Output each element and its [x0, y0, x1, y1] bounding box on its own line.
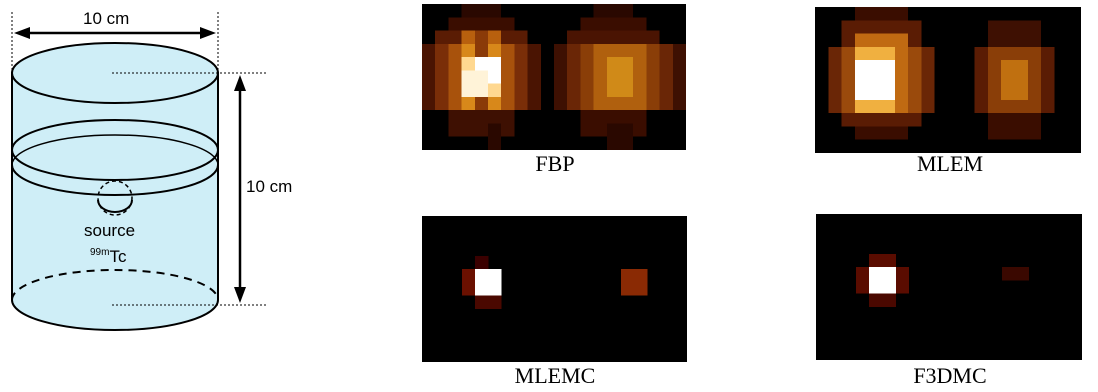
mlem-hot-spot-right	[974, 20, 1055, 140]
height-arrowhead-bottom	[234, 287, 246, 303]
height-arrowhead-top	[234, 75, 246, 91]
cylinder-body	[11, 72, 219, 331]
source-plane-lower-2	[11, 164, 219, 196]
isotope-label: 99mTc	[90, 247, 127, 266]
mlem-label: MLEM	[917, 151, 983, 176]
fbp-label: FBP	[535, 151, 575, 176]
mlemc-image	[422, 216, 687, 362]
mlem-image	[815, 7, 1081, 153]
fbp-hot-spot-left	[422, 4, 541, 150]
fbp-image	[422, 4, 686, 150]
f3dmc-image	[816, 214, 1082, 360]
source-label: source	[84, 221, 135, 240]
width-label: 10 cm	[83, 9, 129, 28]
cylinder-top	[11, 42, 219, 104]
f3dmc-hot-spot-left	[855, 253, 910, 307]
cylinder-bottom-back	[11, 269, 219, 301]
isotope-symbol: Tc	[109, 247, 127, 266]
source-plane-upper	[11, 119, 219, 151]
mlemc-hot-spot-right	[620, 269, 648, 296]
f3dmc-hot-spot-right	[1002, 267, 1029, 281]
width-arrowhead-left	[14, 27, 30, 39]
height-label: 10 cm	[246, 177, 292, 196]
mlemc-hot-spot-left	[461, 255, 502, 309]
source-sphere	[97, 180, 133, 216]
source-sphere-front	[97, 199, 133, 213]
f3dmc-label: F3DMC	[913, 363, 987, 388]
source-plane-lower	[11, 149, 219, 181]
mlem-hot-spot-left	[828, 7, 935, 140]
isotope-mass: 99m	[90, 247, 109, 258]
source-plane-upper-2	[11, 134, 219, 166]
fbp-hot-spot-right	[554, 4, 686, 150]
width-arrowhead-right	[200, 27, 216, 39]
mlemc-label: MLEMC	[514, 363, 596, 388]
phantom-diagram: 10 cm 10 cm source 99mTc	[11, 9, 292, 331]
